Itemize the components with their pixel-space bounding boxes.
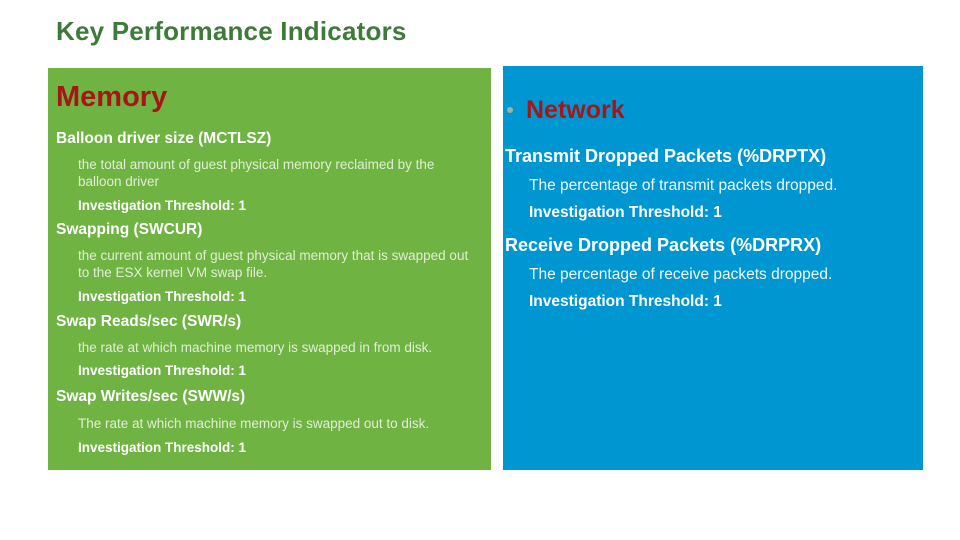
kpi-threshold: Investigation Threshold: 1	[78, 198, 247, 213]
kpi-heading-swap-reads: Swap Reads/sec (SWR/s)	[56, 313, 242, 330]
kpi-description: the current amount of guest physical mem…	[78, 248, 469, 281]
page-title: Key Performance Indicators	[56, 16, 407, 46]
kpi-description: The percentage of transmit packets dropp…	[529, 177, 838, 194]
kpi-threshold: Investigation Threshold: 1	[529, 204, 722, 221]
kpi-heading-swap-writes: Swap Writes/sec (SWW/s)	[56, 388, 246, 405]
kpi-heading-receive-dropped: Receive Dropped Packets (%DRPRX)	[505, 235, 822, 255]
network-title-row: Network	[507, 97, 625, 123]
kpi-heading-transmit-dropped: Transmit Dropped Packets (%DRPTX)	[505, 146, 827, 166]
kpi-threshold: Investigation Threshold: 1	[78, 289, 247, 304]
kpi-threshold: Investigation Threshold: 1	[529, 293, 722, 310]
kpi-description: The rate at which machine memory is swap…	[78, 416, 430, 431]
kpi-description: the rate at which machine memory is swap…	[78, 340, 433, 355]
network-panel-title: Network	[526, 96, 625, 124]
kpi-description: The percentage of receive packets droppe…	[529, 266, 833, 283]
bullet-icon	[507, 107, 513, 114]
kpi-description: the total amount of guest physical memor…	[78, 157, 435, 190]
kpi-heading-balloon-driver: Balloon driver size (MCTLSZ)	[56, 130, 272, 147]
kpi-heading-swapping: Swapping (SWCUR)	[56, 221, 203, 238]
kpi-threshold: Investigation Threshold: 1	[78, 363, 247, 378]
memory-panel: Memory Balloon driver size (MCTLSZ) the …	[48, 68, 491, 470]
network-panel: Network Transmit Dropped Packets (%DRPTX…	[503, 66, 923, 470]
memory-panel-title: Memory	[56, 81, 168, 113]
kpi-threshold: Investigation Threshold: 1	[78, 440, 247, 455]
